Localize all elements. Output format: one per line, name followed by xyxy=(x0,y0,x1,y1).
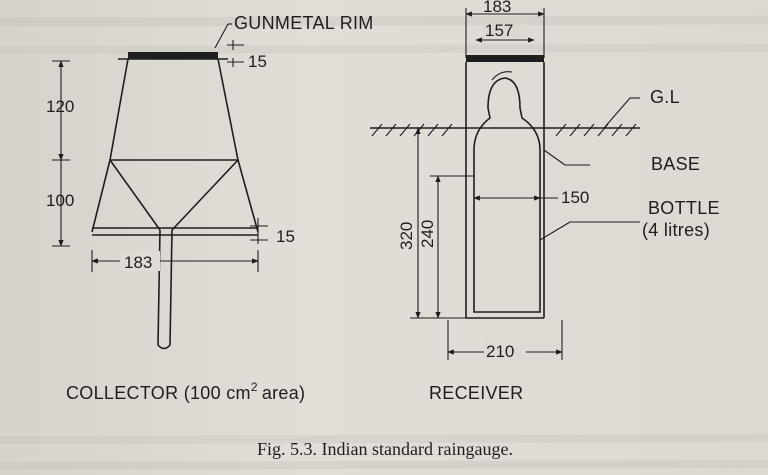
ground-level xyxy=(370,123,640,137)
dim-bottle-width: 150 xyxy=(561,188,589,207)
bottle-shape xyxy=(473,77,541,313)
background-texture xyxy=(0,15,768,470)
dim-lower-height: 100 xyxy=(46,191,74,210)
collector-drawing: GUNMETAL RIM 15 120 100 15 183 COLLECTOR… xyxy=(46,13,374,403)
ground-level-label: G.L xyxy=(650,87,680,107)
dim-pipe-thickness: 15 xyxy=(276,227,295,246)
dim-rim-thickness: 15 xyxy=(248,52,267,71)
gunmetal-rim xyxy=(128,52,218,59)
dim-receiver-outer-width: 183 xyxy=(483,0,511,16)
dim-base-width: 210 xyxy=(486,342,514,361)
dim-bottle-height: 240 xyxy=(418,220,437,248)
receiver-rim xyxy=(466,55,544,62)
bottle-label-line2: (4 litres) xyxy=(642,220,710,240)
dim-receiver-total-height: 320 xyxy=(397,222,416,250)
receiver-title: RECEIVER xyxy=(429,383,523,403)
figure-caption: Fig. 5.3. Indian standard raingauge. xyxy=(257,439,513,459)
dim-receiver-inner-width: 157 xyxy=(485,21,513,40)
gunmetal-rim-label: GUNMETAL RIM xyxy=(234,13,374,33)
receiver-drawing: 183 157 G.L xyxy=(370,0,720,403)
bottle-label-line1: BOTTLE xyxy=(648,198,720,218)
dim-upper-height: 120 xyxy=(46,97,74,116)
dim-collector-diameter: 183 xyxy=(124,253,152,272)
base-label: BASE xyxy=(651,154,700,174)
